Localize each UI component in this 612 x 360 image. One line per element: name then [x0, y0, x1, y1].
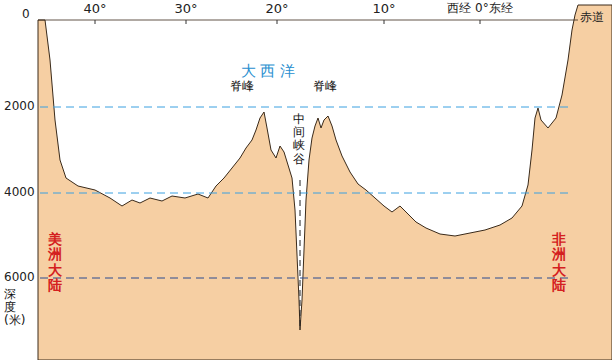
depth-axis-title: 深度(米) — [4, 288, 16, 328]
ridge-label: 脊峰 — [312, 79, 338, 94]
longitude-label: 10° — [372, 2, 395, 16]
axis-ticks — [95, 20, 480, 24]
rift-axis-line — [300, 180, 301, 328]
surface-line — [38, 20, 578, 21]
longitude-label: 30° — [174, 2, 197, 16]
depth-2000-line — [40, 107, 572, 108]
depth-6000-line — [40, 278, 572, 279]
depth-value: 6000 — [4, 271, 35, 284]
ridge-label: 脊峰 — [229, 79, 255, 94]
sea-floor-profile — [38, 5, 612, 360]
depth-4000-line — [40, 193, 572, 194]
continent-label: 美洲大陆 — [48, 232, 62, 294]
equator-label: 赤道 — [580, 11, 604, 24]
depth-value: 2000 — [4, 100, 35, 113]
continent-label: 非洲大陆 — [552, 232, 566, 294]
longitude-label: 西经 0°东经 — [447, 2, 512, 15]
depth-value: 4000 — [4, 186, 35, 199]
ocean-name: 大 西 洋 — [241, 63, 296, 80]
rift-valley-label: 中间峡谷 — [292, 112, 306, 167]
depth-value: 0 — [22, 8, 30, 21]
longitude-label: 20° — [265, 2, 288, 16]
longitude-label: 40° — [83, 2, 106, 16]
